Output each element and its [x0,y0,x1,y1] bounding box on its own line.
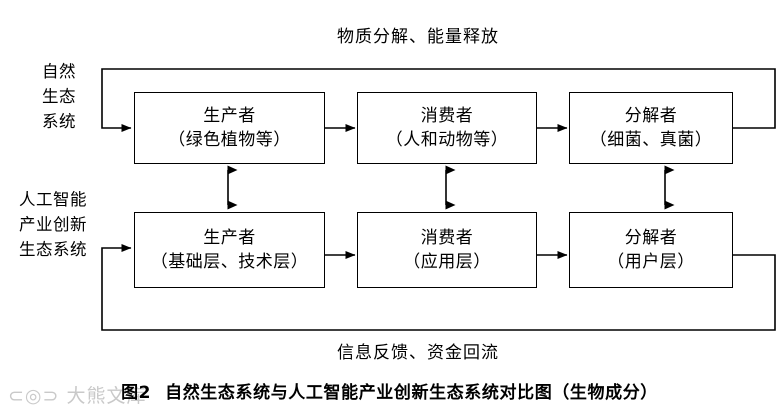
node-producer-ai[interactable]: 生产者 （基础层、技术层） [134,212,325,288]
node-decomposer-ai-title: 分解者 [624,227,678,248]
node-consumer-natural-title: 消费者 [420,105,474,126]
node-producer-natural[interactable]: 生产者 （绿色植物等） [134,92,325,164]
node-decomposer-natural[interactable]: 分解者 （细菌、真菌） [569,92,733,164]
watermark-logo-icon: ⊂◎⊃ [8,385,67,407]
node-consumer-ai-title: 消费者 [420,227,474,248]
node-consumer-ai-subtitle: （应用层） [403,252,491,272]
node-producer-ai-subtitle: （基础层、技术层） [150,252,309,272]
row-label-ai-line-3: 生态系统 [19,239,87,259]
watermark-text: 大熊文库 [66,385,147,407]
row-label-natural-line-2: 生态 [42,86,76,106]
node-decomposer-natural-title: 分解者 [624,105,678,126]
node-consumer-ai[interactable]: 消费者 （应用层） [357,212,537,288]
node-decomposer-ai-subtitle: （用户层） [607,252,695,272]
node-decomposer-ai[interactable]: 分解者 （用户层） [569,212,733,288]
figure-caption: 图2 自然生态系统与人工智能产业创新生态系统对比图（生物成分） [0,378,779,403]
node-producer-natural-subtitle: （绿色植物等） [168,130,291,150]
row-label-natural-line-1: 自然 [42,62,76,81]
caption-number: 图2 [121,383,152,403]
watermark: ⊂◎⊃ 大熊文库 [8,381,146,408]
node-consumer-natural-subtitle: （人和动物等） [385,130,509,150]
row-label-ai-line-2: 产业创新 [19,214,87,234]
row-label-ai-ecosystem: 人工智能 产业创新 生态系统 [9,188,97,262]
edge-top-feedback-loop [101,68,776,132]
bottom-flow-label: 信息反馈、资金回流 [333,338,503,363]
node-producer-natural-title: 生产者 [203,105,256,126]
row-label-natural-ecosystem: 自然 生态 系统 [26,60,92,134]
edge-bottom-feedback-loop [101,244,776,331]
caption-text: 自然生态系统与人工智能产业创新生态系统对比图（生物成分） [165,383,658,403]
top-flow-label: 物质分解、能量释放 [333,22,503,47]
row-label-ai-line-1: 人工智能 [19,190,87,209]
node-consumer-natural[interactable]: 消费者 （人和动物等） [357,92,537,164]
node-decomposer-natural-subtitle: （细菌、真菌） [589,130,713,150]
row-label-natural-line-3: 系统 [42,111,76,131]
node-producer-ai-title: 生产者 [203,227,256,248]
